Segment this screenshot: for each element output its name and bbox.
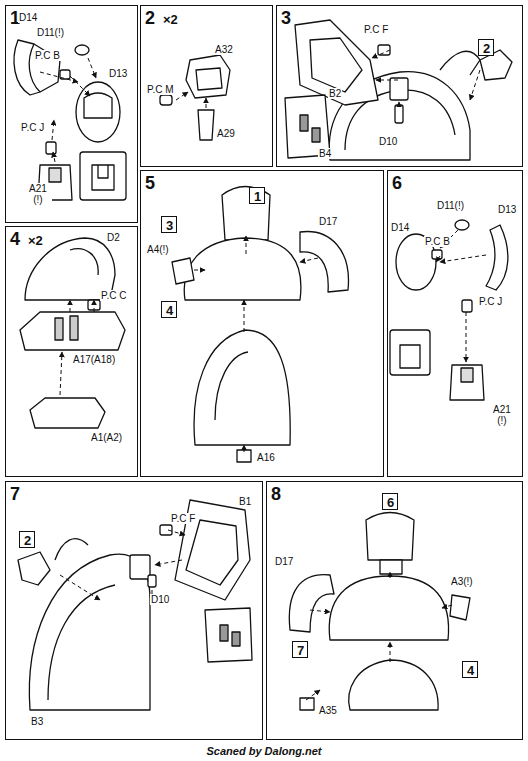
part-label: D10 xyxy=(378,136,398,147)
part-label: A32 xyxy=(214,44,234,55)
subassembly-ref-box: 1 xyxy=(249,187,265,204)
subassembly-number: 2 xyxy=(24,534,30,547)
subassembly-number: 1 xyxy=(254,190,260,203)
subassembly-ref-box: 4 xyxy=(462,661,478,678)
part-label: B4 xyxy=(318,148,332,159)
part-label: P.C B xyxy=(424,236,451,247)
subassembly-number: 3 xyxy=(166,219,172,232)
part-label: A21 (!) xyxy=(488,404,516,426)
subassembly-number: 6 xyxy=(387,496,393,509)
subassembly-number: 4 xyxy=(166,304,172,317)
subassembly-ref-box: 2 xyxy=(478,39,494,56)
step-number: 6 xyxy=(392,174,402,192)
part-label: A3(!) xyxy=(450,576,474,587)
part-label: A16 xyxy=(256,452,276,463)
subassembly-ref-box: 3 xyxy=(161,216,177,233)
subassembly-ref-box: 6 xyxy=(382,493,398,510)
subassembly-ref-box: 7 xyxy=(292,641,308,658)
part-label: D17 xyxy=(318,216,338,227)
part-label: P.C J xyxy=(478,296,503,307)
part-label: D2 xyxy=(106,232,121,243)
part-label: P.C M xyxy=(146,84,175,95)
part-label: D10 xyxy=(150,594,170,605)
part-label: A29 xyxy=(216,128,236,139)
step-number: 7 xyxy=(10,485,20,503)
repeat-count: ×2 xyxy=(163,12,178,27)
part-label: P.C B xyxy=(34,50,61,61)
part-label: D13 xyxy=(108,68,128,79)
part-label: D14 xyxy=(390,222,410,233)
part-label: B2 xyxy=(328,88,342,99)
step-panel: 6 xyxy=(387,170,523,477)
part-label: D13 xyxy=(497,204,517,215)
step-number: 8 xyxy=(271,485,281,503)
part-label: P.C F xyxy=(363,24,389,35)
part-label: A4(!) xyxy=(146,244,170,255)
step-number: 3 xyxy=(281,9,291,27)
step-number: 2 xyxy=(145,9,155,27)
step-panel: 72 xyxy=(5,481,263,740)
subassembly-ref-box: 4 xyxy=(161,301,177,318)
part-label: D17 xyxy=(274,556,294,567)
shoulder-cap xyxy=(14,40,40,95)
step-panel: 32 xyxy=(276,5,523,167)
part-label: P.C F xyxy=(170,513,196,524)
step-number: 5 xyxy=(145,174,155,192)
step-panel: 5 1 3 4 xyxy=(140,170,384,477)
subassembly-ref-box: 2 xyxy=(19,531,35,548)
part-label: D11(!) xyxy=(36,27,65,38)
step-panel: 8 6 7 4 xyxy=(266,481,523,740)
scan-caption: Scaned by Dalong.net xyxy=(0,745,528,757)
part-label: B3 xyxy=(30,716,44,727)
part-label: A17(A18) xyxy=(72,354,116,365)
step-number: 4 xyxy=(10,230,20,248)
part-label: P.C J xyxy=(20,122,45,133)
part-label: A35 xyxy=(318,705,338,716)
part-label: A21 (!) xyxy=(24,183,52,205)
subassembly-number: 7 xyxy=(297,644,303,657)
part-label: D11(!) xyxy=(436,200,465,211)
repeat-count: ×2 xyxy=(28,233,43,248)
part-label: D14 xyxy=(18,12,38,23)
subassembly-number: 4 xyxy=(467,664,473,677)
part-label: P.C C xyxy=(100,290,127,301)
part-label: B1 xyxy=(238,496,252,507)
subassembly-number: 2 xyxy=(483,42,489,55)
part-label: A1(A2) xyxy=(90,432,123,443)
